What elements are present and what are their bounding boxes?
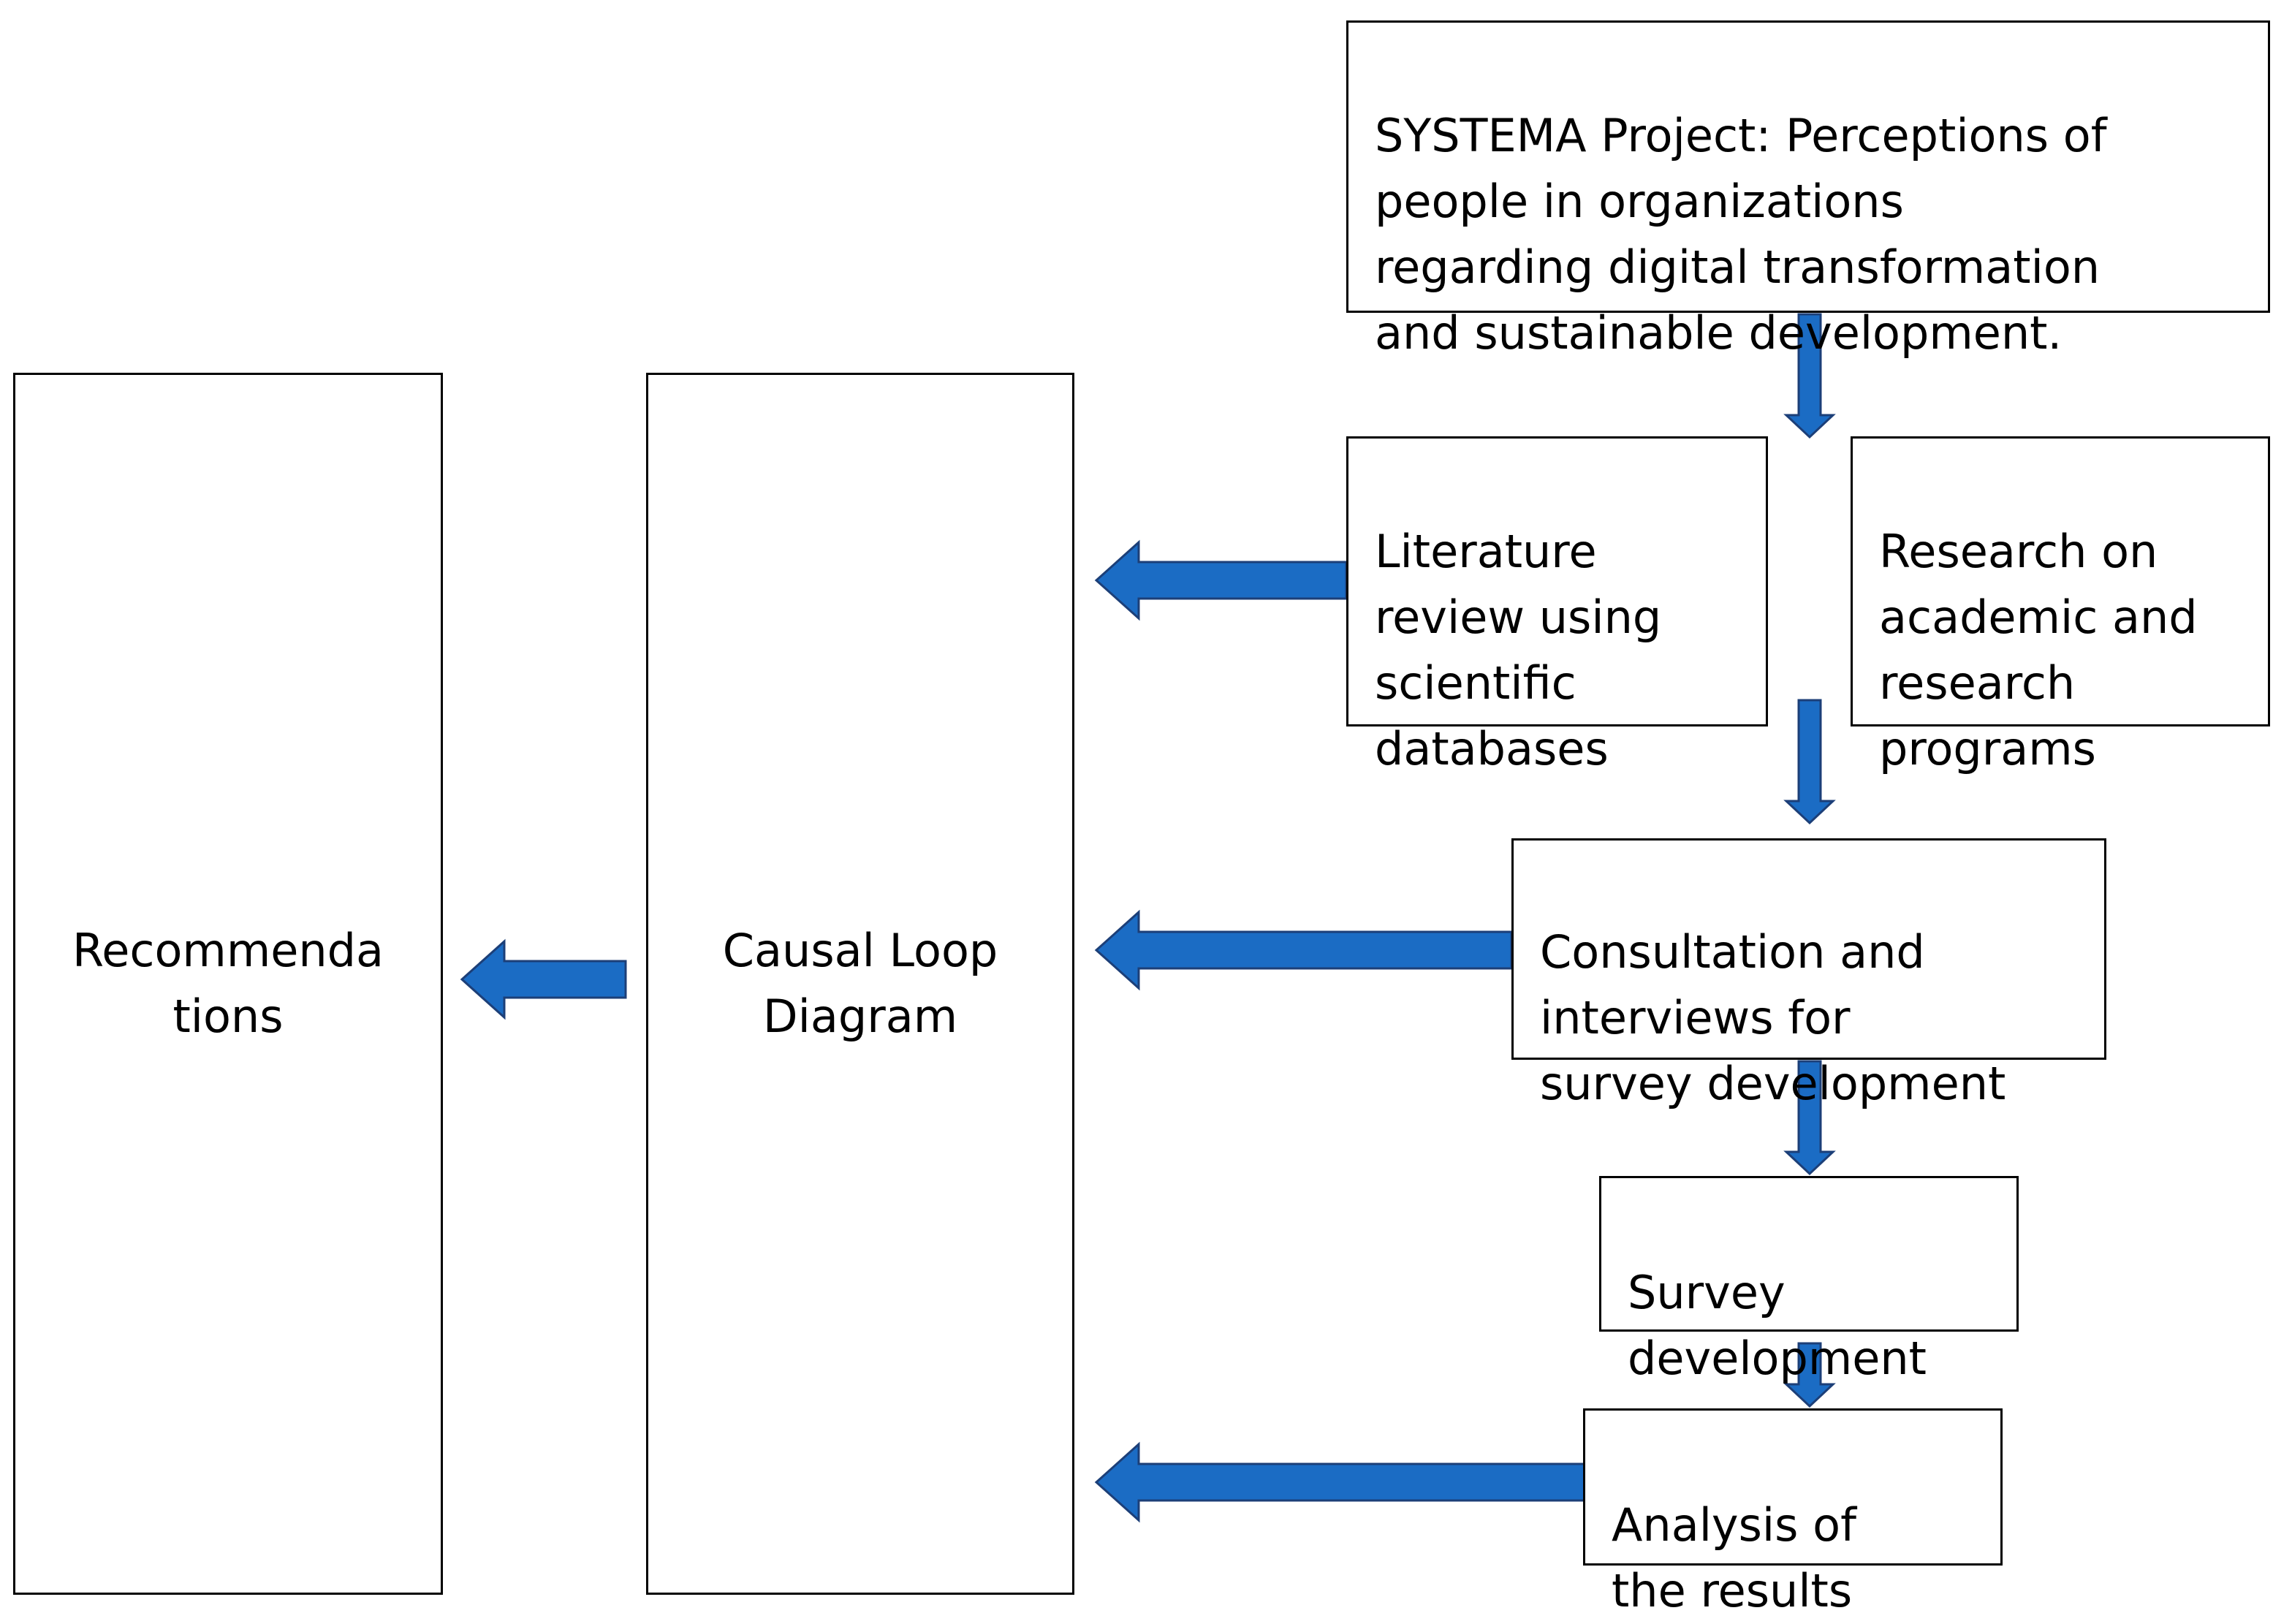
arrow-analysis-to-causal-loop	[1094, 1441, 1596, 1523]
research-programs-label: Research on academic and research progra…	[1879, 525, 2198, 775]
systema-project-label: SYSTEMA Project: Perceptions of people i…	[1375, 109, 2107, 360]
causal-loop-diagram-box: Causal Loop Diagram	[646, 373, 1074, 1595]
arrow-survey-to-analysis	[1783, 1342, 1836, 1408]
analysis-results-box: Analysis of the results	[1583, 1408, 2003, 1617]
analysis-results-label: Analysis of the results	[1612, 1498, 1856, 1617]
arrow-consultation-to-causal-loop	[1094, 909, 1513, 991]
arrow-consultation-to-survey	[1783, 1060, 1836, 1176]
arrow-systema-to-branches	[1783, 313, 1836, 439]
survey-development-box: Survey development	[1599, 1176, 2019, 1385]
systema-project-box: SYSTEMA Project: Perceptions of people i…	[1346, 20, 2270, 360]
consultation-interviews-box: Consultation and interviews for survey d…	[1511, 838, 2106, 1110]
arrow-causal-loop-to-recommendations	[460, 938, 627, 1020]
causal-loop-diagram-label: Causal Loop Diagram	[722, 924, 998, 1043]
arrow-literature-to-causal-loop	[1094, 539, 1348, 621]
survey-development-label: Survey development	[1628, 1266, 1927, 1385]
literature-review-box: Literature review using scientific datab…	[1346, 436, 1768, 775]
recommendations-box: Recommenda tions	[13, 373, 443, 1595]
recommendations-label: Recommenda tions	[72, 924, 384, 1043]
consultation-interviews-label: Consultation and interviews for survey d…	[1540, 925, 2006, 1110]
literature-review-label: Literature review using scientific datab…	[1375, 525, 1662, 775]
research-programs-box: Research on academic and research progra…	[1851, 436, 2270, 775]
arrow-branches-to-consultation	[1783, 699, 1836, 825]
